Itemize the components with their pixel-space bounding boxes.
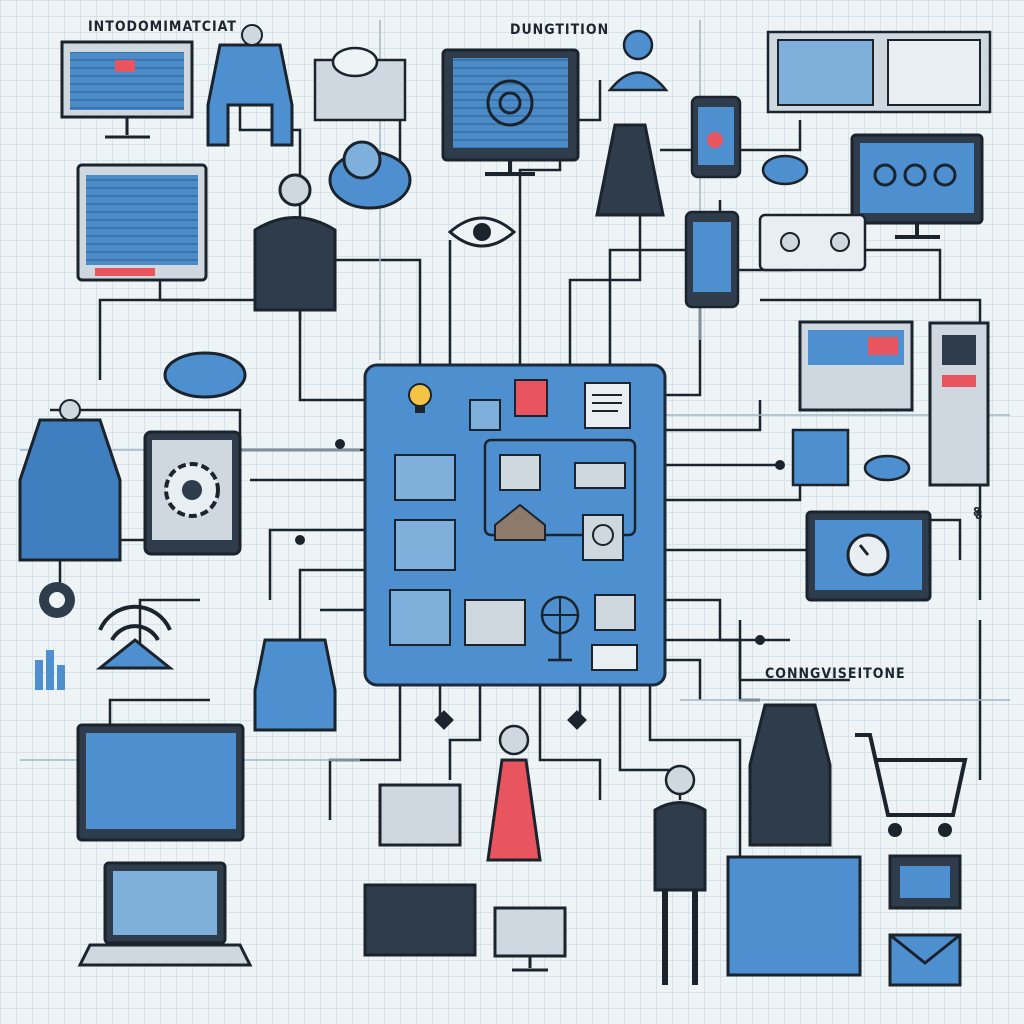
globe-icon: [540, 595, 580, 662]
document-icon: [584, 382, 631, 429]
tablet-icon: [684, 210, 740, 309]
label-top-center: DUNGTITION: [510, 22, 610, 38]
world-map-screen-right: [726, 855, 862, 977]
coat-icon: [18, 399, 122, 562]
wifi-icon: [95, 604, 175, 670]
calculator-icon: [791, 428, 850, 487]
house-icon: [494, 503, 546, 541]
gear-tablet-icon: [143, 430, 242, 556]
map-tile-icon: [394, 519, 456, 571]
cloud-icon: [313, 46, 407, 122]
puzzle-icon: [469, 399, 501, 431]
label-8: 8: [973, 505, 982, 519]
monitor-icon-bottom-right: [888, 854, 962, 910]
computer-monitor-icon-right: [850, 133, 984, 239]
computer-monitor-icon-top: [441, 48, 580, 176]
label-5: 8: [975, 508, 984, 522]
printer-icon: [758, 213, 867, 272]
label-right-mid: CONNGVISEITONE: [765, 666, 906, 682]
eye-icon: [447, 216, 517, 248]
dashboard-screen-icon: [76, 163, 208, 282]
badge-icon: [514, 379, 548, 417]
world-map-monitor: [76, 723, 245, 842]
cloud-icon-left: [163, 351, 247, 399]
gear-icon: [39, 582, 75, 618]
shopping-cart-icon: [855, 733, 968, 837]
monitor-icon-topleft: [60, 40, 194, 139]
person-icon: [253, 173, 337, 312]
building-icon: [464, 599, 526, 646]
cloud-icon-right-small: [863, 454, 911, 482]
sweater-icon: [253, 638, 337, 732]
inner-panel: [483, 438, 637, 537]
map-tile-icon: [394, 454, 456, 501]
jacket-icon: [206, 24, 294, 147]
smartphone-icon: [690, 95, 742, 179]
monitor-topright: [766, 30, 992, 114]
person-woman-icon: [486, 724, 542, 862]
bar-chart-icon: [35, 650, 65, 690]
lightbulb-icon: [408, 383, 432, 413]
small-monitor-icon: [493, 906, 567, 972]
server-rack-icon: [928, 321, 990, 487]
label-top-left: INTODOMIMATCIAT: [88, 19, 237, 35]
envelope-icon: [888, 933, 962, 987]
person-icon-top: [607, 29, 669, 92]
document-stack-icon: [363, 783, 477, 957]
cloud-icon-small: [328, 140, 412, 210]
laptop-icon: [77, 861, 253, 967]
person-man-icon: [653, 764, 707, 985]
coat-icon-right: [748, 703, 832, 847]
dress-icon: [595, 123, 665, 217]
printer-panel-icon: [798, 320, 914, 412]
cloud-icon-right: [761, 154, 809, 186]
central-hub: [363, 363, 667, 687]
map-tile-icon: [389, 589, 451, 646]
safe-icon: [582, 514, 624, 561]
computer-monitor-icon-clock: [805, 510, 932, 602]
